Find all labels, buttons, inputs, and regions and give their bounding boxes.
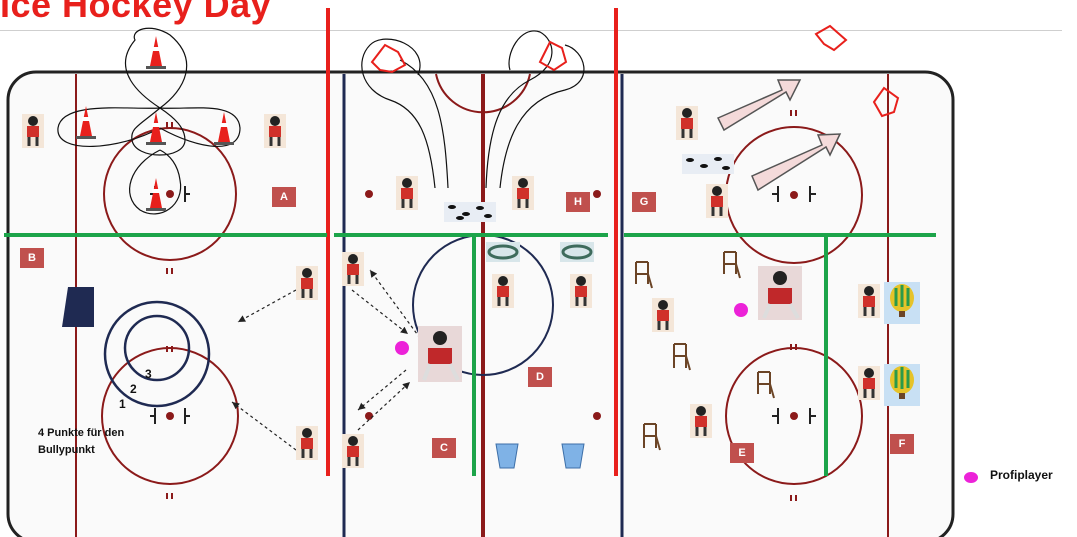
zone-label-h: H (566, 192, 590, 212)
legend-marker (964, 472, 978, 483)
target-score-3: 3 (145, 367, 152, 381)
zone-label-e: E (730, 443, 754, 463)
profi-player-marker (734, 303, 748, 317)
zone-label-a: A (272, 187, 296, 207)
zone-label-d: D (528, 367, 552, 387)
bullypunkt-note-line2: Bullypunkt (38, 442, 124, 459)
rink-boards (8, 72, 953, 537)
legend-label: Profiplayer (990, 468, 1053, 482)
target-score-2: 2 (130, 382, 137, 396)
profi-player-marker (395, 341, 409, 355)
bullypunkt-note: 4 Punkte für den Bullypunkt (38, 425, 124, 459)
zone-label-c: C (432, 438, 456, 458)
zone-label-g: G (632, 192, 656, 212)
target-score-1: 1 (119, 397, 126, 411)
zone-label-f: F (890, 434, 914, 454)
bullypunkt-note-line1: 4 Punkte für den (38, 425, 124, 442)
zone-label-b: B (20, 248, 44, 268)
